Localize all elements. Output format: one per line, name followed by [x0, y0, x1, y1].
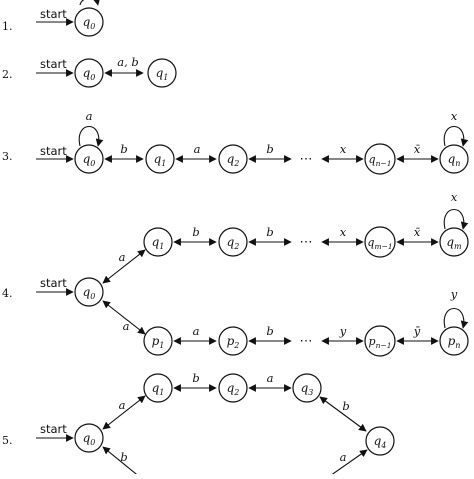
row-5-edge-q3-q4: [319, 396, 367, 432]
row-5-number: 5.: [2, 434, 13, 447]
row-4-edge-label-2: b: [192, 225, 199, 239]
row-2-number: 2.: [2, 68, 13, 81]
row-4-state-qm: [439, 227, 469, 257]
row-3-q0-loop-label: a: [86, 109, 93, 123]
row-3-number: 3.: [2, 150, 13, 163]
row-4-bottom-ellipsis: ⋯: [300, 334, 313, 349]
row-3-state-q0: [74, 144, 104, 174]
row-4-state-pn: [439, 326, 469, 356]
row-5-state-q1: [143, 373, 173, 403]
row-3-edge-label-3: b: [266, 142, 273, 156]
row-3-start-label: start: [40, 144, 67, 158]
row-4-state-pn-1: [364, 325, 396, 357]
row-4-state-q1: [143, 227, 173, 257]
row-5-start-label: start: [40, 422, 67, 436]
row-3-edge-label-5: x̄: [414, 142, 421, 156]
row-4-edge-label-4: x: [340, 225, 347, 239]
row-4-edge-label-8: b: [266, 324, 273, 338]
row-3-qn-loop-label: x: [451, 109, 458, 123]
row-4-qm-loop-label: x: [451, 190, 458, 204]
row-5-state-q2: [218, 373, 248, 403]
row-4-edge-label-5: x̄: [414, 225, 421, 239]
row-4-edge-label-9: y: [339, 324, 347, 338]
row-3-edge-label-4: x: [340, 142, 347, 156]
row-4-edge-label-7: a: [193, 324, 200, 338]
row-4-state-q2: [218, 227, 248, 257]
row-2-start-label: start: [40, 57, 67, 71]
row-4-edge-label-10: ȳ: [413, 324, 421, 338]
row-3-q0-self-loop: [78, 125, 104, 147]
row-4-pn-self-loop: [443, 307, 469, 329]
row-3-state-qn-1: [364, 143, 396, 175]
row-4-pn-loop-label: y: [450, 287, 458, 301]
row-1-q0-self-loop: [79, 0, 101, 6]
row-3-qn-self-loop: [443, 125, 469, 147]
row-4-state-p1: [143, 326, 173, 356]
row-3-edge-label-2: a: [194, 142, 201, 156]
row-5-edge-q4-lower: [326, 449, 368, 479]
row-3-state-q1: [145, 144, 175, 174]
row-1-start-label: start: [40, 7, 67, 21]
row-4-top-ellipsis: ⋯: [300, 235, 313, 250]
row-4-edge-label-3: b: [266, 225, 273, 239]
row-5-edge-q0-lower: [102, 446, 142, 479]
row-4-edge-q0-p1: [102, 300, 146, 335]
row-1-number: 1.: [2, 20, 13, 33]
row-4-edge-label-1: a: [119, 250, 126, 264]
row-3-edge-label-1: b: [120, 142, 127, 156]
row-2-state-q0: [74, 58, 104, 88]
row-4-state-q0: [74, 277, 104, 307]
row-3-state-qn: [439, 144, 469, 174]
row-1-state-q0: [74, 7, 104, 37]
row-3-ellipsis: ⋯: [300, 152, 313, 167]
row-4-number: 4.: [2, 287, 13, 300]
row-2-edge-label: a, b: [117, 55, 139, 69]
row-5-edge-label-6: b: [120, 450, 127, 464]
row-5-edge-label-3: a: [267, 371, 274, 385]
row-5-edge-label-2: b: [192, 371, 199, 385]
row-4-start-label: start: [40, 276, 67, 290]
row-5-state-q0: [74, 423, 104, 453]
row-4-state-qm-1: [364, 226, 396, 258]
row-5-edge-q0-q1: [102, 395, 146, 430]
row-4-state-p2: [218, 326, 248, 356]
row-3-state-q2: [218, 144, 248, 174]
row-4-edge-label-6: a: [123, 319, 130, 333]
row-5-edge-label-5: a: [340, 450, 347, 464]
row-4-qm-self-loop: [443, 208, 469, 230]
row-5-edge-label-4: b: [342, 399, 349, 413]
row-5-state-q3: [292, 373, 322, 403]
row-5-edge-label-1: a: [119, 398, 126, 412]
row-4-edge-q0-q1: [102, 249, 146, 284]
row-2-state-q1: [147, 58, 177, 88]
row-5-state-q4: [365, 426, 395, 456]
